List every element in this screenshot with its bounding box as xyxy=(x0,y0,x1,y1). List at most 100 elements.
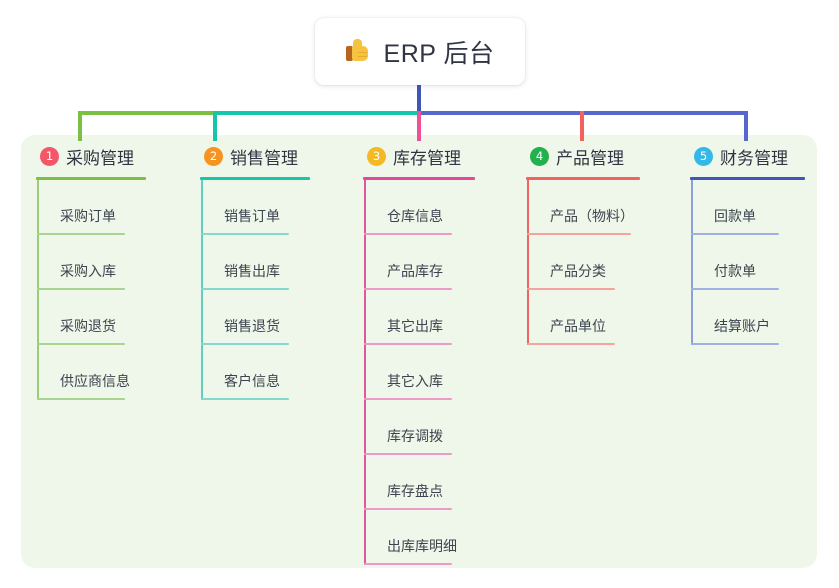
menu-item-label: 出库库明细 xyxy=(387,538,457,554)
category-badge-icon: 3 xyxy=(367,146,386,166)
category-title: 采购管理 xyxy=(66,148,134,168)
menu-item-label: 结算账户 xyxy=(714,318,770,334)
menu-item[interactable]: 回款单 xyxy=(690,180,839,235)
menu-item[interactable]: 产品单位 xyxy=(526,290,689,345)
category-title: 产品管理 xyxy=(556,148,624,168)
category-spine xyxy=(691,180,693,345)
connector-bus-green xyxy=(78,111,214,115)
category-header-1[interactable]: 1 采购管理 xyxy=(36,143,201,169)
menu-item[interactable]: 采购入库 xyxy=(36,235,201,290)
menu-item[interactable]: 销售出库 xyxy=(200,235,363,290)
category-title: 财务管理 xyxy=(720,148,788,168)
menu-item[interactable]: 客户信息 xyxy=(200,345,363,400)
root-node-title: ERP 后台 xyxy=(383,39,495,68)
menu-item-rule xyxy=(201,398,289,400)
category-column-3: 3 库存管理仓库信息产品库存其它出库其它入库库存调拨库存盘点出库库明细 xyxy=(363,143,526,565)
connector-drop-5 xyxy=(744,111,748,141)
menu-item[interactable]: 供应商信息 xyxy=(36,345,201,400)
menu-item-label: 产品库存 xyxy=(387,263,443,279)
menu-item[interactable]: 产品（物料） xyxy=(526,180,689,235)
connector-drop-1 xyxy=(78,111,82,141)
category-header-rule xyxy=(200,177,310,180)
menu-item-rule xyxy=(691,343,779,345)
menu-item-rule xyxy=(527,288,615,290)
menu-item[interactable]: 仓库信息 xyxy=(363,180,526,235)
menu-item[interactable]: 库存调拨 xyxy=(363,400,526,455)
menu-item-rule xyxy=(201,343,289,345)
connector-drop-3 xyxy=(417,111,421,141)
category-header-2[interactable]: 2 销售管理 xyxy=(200,143,363,169)
menu-item-rule xyxy=(37,398,125,400)
menu-item[interactable]: 销售退货 xyxy=(200,290,363,345)
menu-item-label: 销售退货 xyxy=(224,318,280,334)
menu-item-rule xyxy=(691,288,779,290)
menu-item-label: 采购入库 xyxy=(60,263,116,279)
menu-item[interactable]: 采购订单 xyxy=(36,180,201,235)
menu-item[interactable]: 结算账户 xyxy=(690,290,839,345)
menu-item-rule xyxy=(527,343,615,345)
root-node-card[interactable]: ERP 后台 xyxy=(315,18,525,85)
category-header-rule xyxy=(36,177,146,180)
category-header-rule xyxy=(526,177,640,180)
category-spine xyxy=(527,180,529,345)
menu-item-rule xyxy=(364,233,452,235)
menu-item[interactable]: 其它出库 xyxy=(363,290,526,345)
category-column-1: 1 采购管理采购订单采购入库采购退货供应商信息 xyxy=(36,143,201,400)
menu-item-rule xyxy=(364,453,452,455)
thumbs-up-icon xyxy=(345,38,373,65)
category-items: 采购订单采购入库采购退货供应商信息 xyxy=(36,180,201,400)
category-header-4[interactable]: 4 产品管理 xyxy=(526,143,689,169)
category-badge-icon: 1 xyxy=(40,146,59,166)
menu-item-rule xyxy=(691,233,779,235)
menu-item-label: 采购退货 xyxy=(60,318,116,334)
menu-item-label: 客户信息 xyxy=(224,373,280,389)
menu-item[interactable]: 出库库明细 xyxy=(363,510,526,565)
connector-bus-teal xyxy=(213,111,419,115)
menu-item-rule xyxy=(364,398,452,400)
category-badge-icon: 2 xyxy=(204,146,223,166)
menu-item-label: 销售订单 xyxy=(224,208,280,224)
menu-item-label: 其它出库 xyxy=(387,318,443,334)
category-items: 仓库信息产品库存其它出库其它入库库存调拨库存盘点出库库明细 xyxy=(363,180,526,565)
menu-item[interactable]: 其它入库 xyxy=(363,345,526,400)
category-title: 销售管理 xyxy=(230,148,298,168)
diagram-panel-background xyxy=(21,135,817,568)
menu-item-rule xyxy=(364,563,452,565)
menu-item-rule xyxy=(201,233,289,235)
category-items: 回款单付款单结算账户 xyxy=(690,180,839,345)
menu-item[interactable]: 销售订单 xyxy=(200,180,363,235)
menu-item-label: 其它入库 xyxy=(387,373,443,389)
category-items: 产品（物料） 产品分类产品单位 xyxy=(526,180,689,345)
menu-item-rule xyxy=(37,233,125,235)
menu-item-label: 供应商信息 xyxy=(60,373,130,389)
menu-item-rule xyxy=(37,343,125,345)
menu-item-label: 产品分类 xyxy=(550,263,606,279)
connector-stem xyxy=(417,85,421,113)
category-header-3[interactable]: 3 库存管理 xyxy=(363,143,526,169)
category-badge-icon: 4 xyxy=(530,146,549,166)
menu-item-rule xyxy=(527,233,631,235)
category-spine xyxy=(37,180,39,400)
menu-item-label: 库存调拨 xyxy=(387,428,443,444)
category-column-2: 2 销售管理销售订单销售出库销售退货客户信息 xyxy=(200,143,363,400)
menu-item-rule xyxy=(37,288,125,290)
menu-item[interactable]: 库存盘点 xyxy=(363,455,526,510)
menu-item-label: 付款单 xyxy=(714,263,756,279)
category-title: 库存管理 xyxy=(393,148,461,168)
connector-drop-4 xyxy=(580,111,584,141)
menu-item-label: 回款单 xyxy=(714,208,756,224)
menu-item[interactable]: 采购退货 xyxy=(36,290,201,345)
menu-item-rule xyxy=(364,508,452,510)
menu-item-rule xyxy=(364,288,452,290)
menu-item[interactable]: 产品分类 xyxy=(526,235,689,290)
connector-drop-2 xyxy=(213,111,217,141)
menu-item-label: 产品（物料） xyxy=(550,208,634,224)
category-column-4: 4 产品管理产品（物料） 产品分类产品单位 xyxy=(526,143,689,345)
menu-item[interactable]: 付款单 xyxy=(690,235,839,290)
menu-item[interactable]: 产品库存 xyxy=(363,235,526,290)
menu-item-label: 销售出库 xyxy=(224,263,280,279)
menu-item-rule xyxy=(201,288,289,290)
category-header-rule xyxy=(690,177,805,180)
